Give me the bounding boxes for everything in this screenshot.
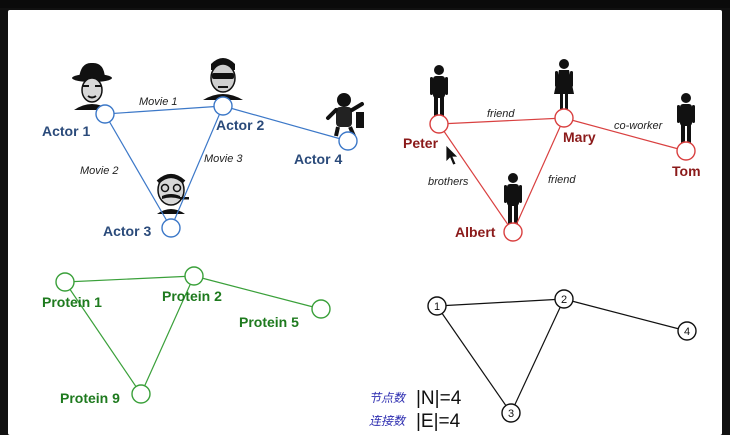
top-bar [0, 0, 730, 8]
protein-edge-r1-r9 [64, 281, 142, 395]
actor-4-portrait [326, 93, 364, 137]
people-node-p2 [554, 108, 574, 128]
protein-node-label: Protein 9 [60, 390, 120, 406]
protein-node-r1 [55, 272, 75, 292]
formula-text: |E|=4 [416, 411, 461, 432]
man-icon [677, 93, 695, 144]
people-node-label: Albert [455, 224, 496, 240]
people-node-p3 [676, 141, 696, 161]
handwritten-note: 节点数 [369, 391, 407, 405]
graph-node-label: 1 [434, 301, 440, 313]
actor-node-a2 [213, 96, 233, 116]
graph-node-label: 2 [561, 294, 567, 306]
graph-edge-n2-n4 [563, 298, 688, 332]
graph-node-n4 [677, 321, 697, 341]
people-edge-p2-p3 [563, 117, 687, 152]
actor-node-label: Actor 2 [216, 117, 264, 133]
actor-node-label: Actor 1 [42, 123, 90, 139]
actor-edge-a1-a2 [104, 105, 224, 115]
actor-edge-a2-a3 [170, 105, 224, 229]
actor-node-a1 [95, 104, 115, 124]
actor-2-portrait [203, 58, 243, 100]
people-edge-label: co-worker [614, 120, 664, 132]
graph-node-n2 [554, 289, 574, 309]
graph-node-n1 [427, 296, 447, 316]
protein-node-label: Protein 2 [162, 288, 222, 304]
people-node-label: Mary [563, 129, 596, 145]
woman-icon [554, 59, 574, 110]
actor-node-a3 [161, 218, 181, 238]
man-icon [504, 173, 522, 224]
handwritten-note: 连接数 [369, 414, 407, 428]
actor-node-label: Actor 4 [294, 151, 342, 167]
actor-3-portrait [156, 174, 189, 214]
protein-edge-r2-r9 [140, 275, 195, 395]
actor-edge-label: Movie 1 [139, 96, 178, 108]
protein-node-r9 [131, 384, 151, 404]
graph-node-label: 3 [508, 408, 514, 420]
people-edge-label: friend [548, 174, 576, 186]
people-edge-p1-p2 [438, 117, 565, 125]
actor-edge-label: Movie 3 [204, 153, 243, 165]
actor-edge-a2-a4 [222, 105, 349, 142]
graph-edge-n1-n2 [436, 298, 565, 307]
people-edge-p1-p4 [438, 123, 514, 233]
people-node-p4 [503, 222, 523, 242]
graph-node-n3 [501, 403, 521, 423]
people-node-p1 [429, 114, 449, 134]
man-icon [430, 65, 448, 116]
people-edge-label: brothers [428, 176, 469, 188]
protein-edge-r1-r2 [64, 275, 195, 283]
graph-edge-n1-n3 [436, 305, 512, 414]
protein-node-label: Protein 5 [239, 314, 299, 330]
actor-edge-label: Movie 2 [80, 165, 119, 177]
protein-edge-r2-r5 [193, 275, 322, 310]
actor-edge-a1-a3 [104, 113, 172, 229]
cursor-arrow-icon [445, 144, 459, 166]
actor-node-a4 [338, 131, 358, 151]
people-node-label: Peter [403, 135, 439, 151]
people-edge-label: friend [487, 108, 515, 120]
slide-canvas: Actor 1 Actor 2 Actor 3 Actor 4 Movie 1 Movie… [8, 10, 722, 435]
actor-node-label: Actor 3 [103, 223, 151, 239]
people-edge-p2-p4 [512, 117, 565, 233]
protein-node-r2 [184, 266, 204, 286]
formula-text: |N|=4 [416, 388, 462, 409]
graph-node-label: 4 [684, 326, 690, 338]
graph-edge-n2-n3 [510, 298, 565, 414]
protein-node-label: Protein 1 [42, 294, 102, 310]
people-node-label: Tom [672, 163, 701, 179]
network-diagram: Actor 1 Actor 2 Actor 3 Actor 4 Movie 1 Movie… [42, 58, 701, 432]
actor-1-portrait [72, 62, 112, 110]
protein-node-r5 [311, 299, 331, 319]
